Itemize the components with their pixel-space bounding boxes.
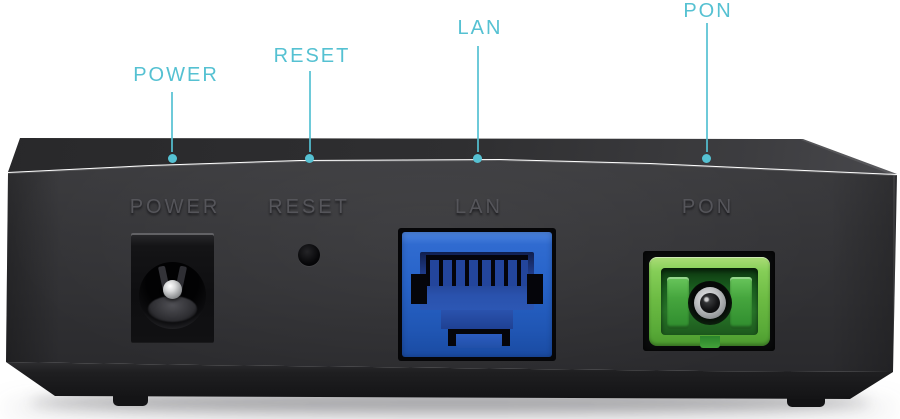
callout-line-reset [309, 71, 311, 152]
pon-connector-clip-left [667, 277, 689, 329]
callout-line-power [171, 92, 173, 152]
pon-fiber-glint [704, 297, 709, 302]
lan-rj45-latch-tab [456, 334, 502, 348]
pon-connector-key-tab [700, 336, 720, 348]
panel-label-pon: PON [681, 196, 735, 218]
callout-label-pon: PON [683, 0, 733, 22]
power-jack-center-pin [163, 280, 182, 299]
power-jack-barrel-socket [139, 262, 206, 329]
reset-pinhole-button [298, 244, 320, 266]
panel-label-power: POWER [129, 196, 221, 218]
pon-connector-clip-right [730, 277, 752, 329]
lan-rj45-lower-opening [441, 310, 513, 329]
callout-line-pon [706, 23, 708, 152]
lan-rj45-side-notch-left [411, 274, 427, 304]
callout-line-lan [477, 46, 479, 152]
panel-label-lan: LAN [455, 196, 503, 218]
lan-rj45-pin-contacts [426, 255, 528, 286]
device-foot-left [113, 394, 148, 406]
power-jack-bracket [148, 296, 197, 322]
callout-label-power: POWER [133, 64, 219, 86]
pon-fiber-core [700, 293, 720, 313]
callout-dot-reset [305, 154, 314, 163]
panel-label-reset: RESET [268, 196, 350, 218]
callout-dot-power [168, 154, 177, 163]
callout-label-reset: RESET [273, 45, 351, 67]
ground-shadow-soft [0, 396, 900, 419]
lan-rj45-side-notch-right [527, 274, 543, 304]
callout-dot-lan [473, 154, 482, 163]
device-right-edge-highlight [893, 176, 895, 370]
callout-dot-pon [702, 154, 711, 163]
callout-label-lan: LAN [457, 17, 503, 39]
